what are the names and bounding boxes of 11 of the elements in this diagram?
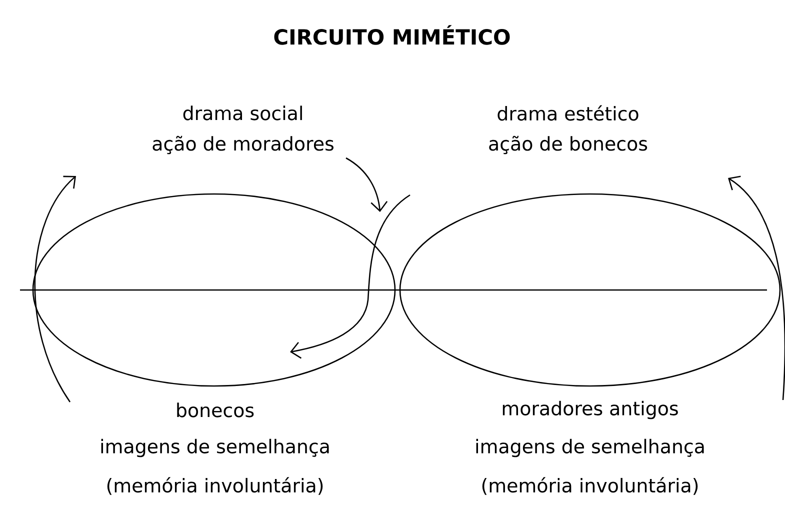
caption-text: imagens de semelhança bbox=[101, 438, 329, 458]
caption-text: imagens de semelhança bbox=[476, 438, 704, 458]
caption-text: moradores antigos bbox=[502, 400, 678, 420]
caption-text: ação de moradores bbox=[152, 136, 334, 154]
caption-text: (memória involuntária) bbox=[482, 477, 698, 495]
title: CIRCUITO MIMÉTICO bbox=[274, 25, 510, 45]
caption-text: ação de bonecos bbox=[489, 136, 648, 154]
caption-text: drama estético bbox=[498, 105, 638, 121]
caption-text: bonecos bbox=[177, 402, 254, 418]
caption-text: (memória involuntária) bbox=[107, 477, 323, 495]
caption-text: drama social bbox=[183, 106, 302, 120]
